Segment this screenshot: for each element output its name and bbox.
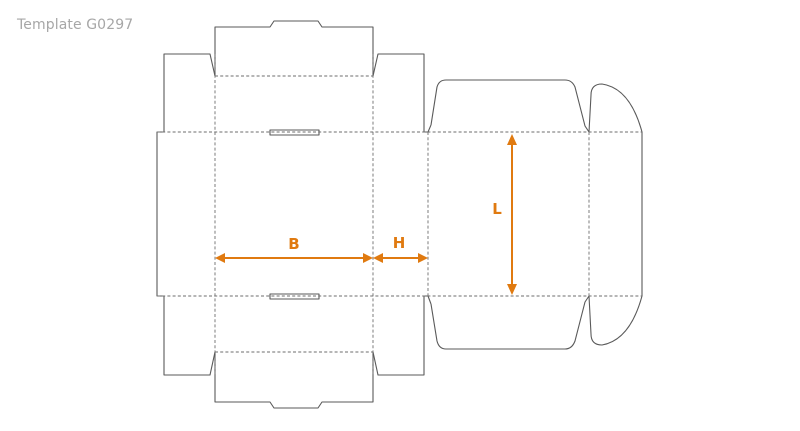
height-arrow-right — [418, 253, 428, 263]
dimension-markers: B H L — [215, 134, 517, 295]
length-arrow-top — [507, 134, 517, 145]
left-outer-edge — [156, 53, 216, 376]
length-arrow-bottom — [507, 284, 517, 295]
lid-lower-flap-outline — [430, 295, 590, 350]
template-label: Template G0297 — [17, 17, 134, 33]
width-arrow-left — [215, 253, 225, 263]
height-label: H — [393, 234, 406, 252]
upper-lid-join — [424, 124, 432, 133]
upper-slot — [269, 129, 320, 136]
cut-lines — [156, 20, 643, 409]
lower-lid-join — [424, 295, 432, 305]
bottom-flap-outline — [214, 352, 374, 409]
lower-slot — [269, 293, 320, 300]
width-label: B — [288, 235, 299, 253]
bottom-dust-flap-outline — [372, 296, 425, 376]
right-tuck-tab-outline — [588, 83, 643, 346]
top-dust-flap-outline — [372, 53, 425, 132]
height-arrow-left — [373, 253, 383, 263]
lid-upper-flap-outline — [430, 79, 590, 133]
width-arrow-right — [363, 253, 373, 263]
top-flap-outline — [214, 20, 374, 76]
fold-lines — [157, 54, 642, 375]
length-label: L — [492, 200, 502, 218]
